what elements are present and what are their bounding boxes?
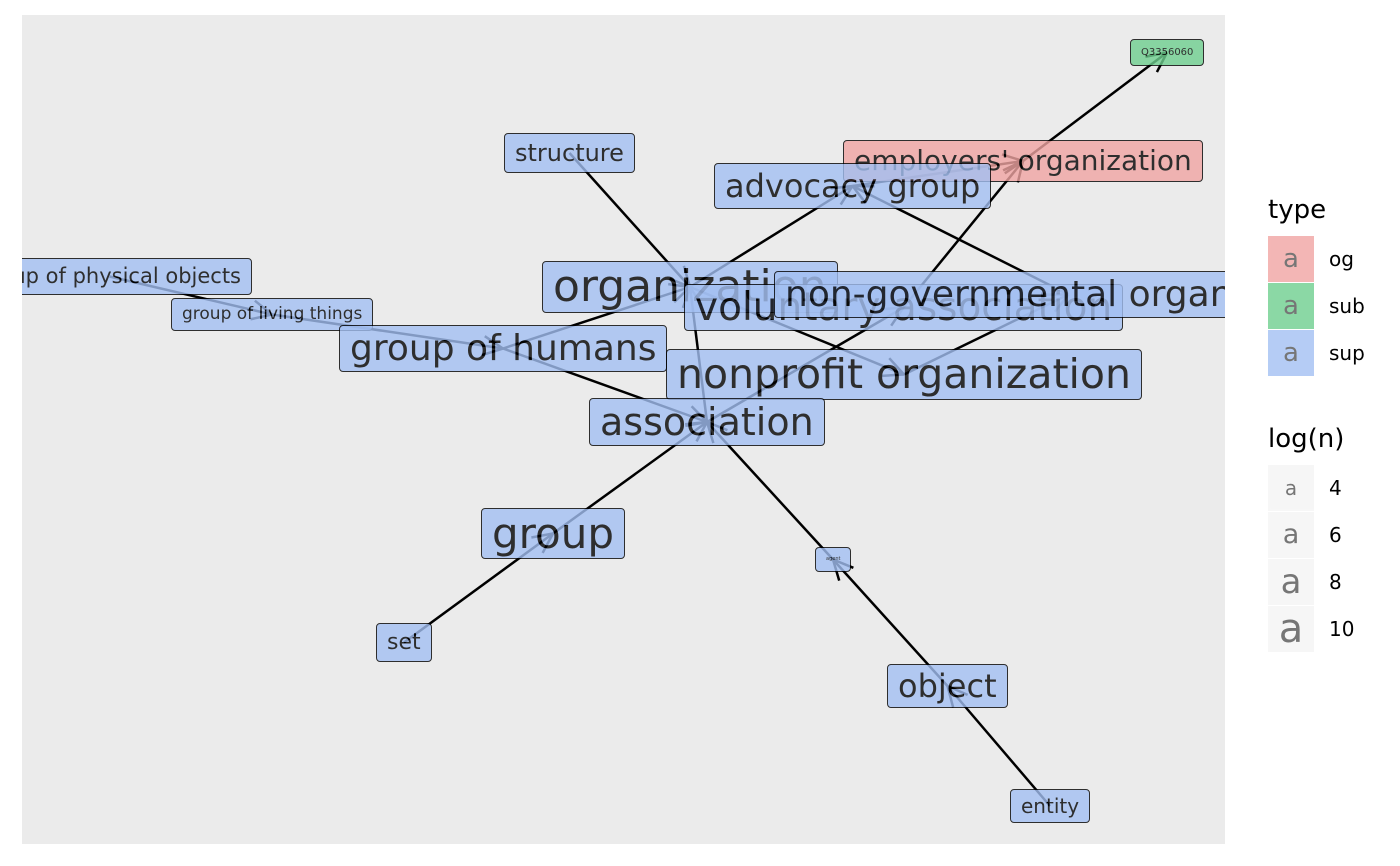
legend-item-sup: a sup <box>1268 329 1398 376</box>
size-legend: log(n) a 4 a 6 a 8 a 10 <box>1268 424 1398 652</box>
node-advocacy-group[interactable]: advocacy group <box>714 163 992 209</box>
legend-label-sub: sub <box>1329 293 1365 318</box>
node-employers-organization[interactable]: employers' organization <box>843 140 1203 182</box>
legend: type a og a sub a sup log(n) a 4 a 6 a 8… <box>1268 195 1398 652</box>
legend-item-og: a og <box>1268 235 1398 282</box>
legend-label-size-8: 8 <box>1329 569 1342 594</box>
type-legend: type a og a sub a sup <box>1268 195 1398 376</box>
legend-key-og: a <box>1268 235 1314 282</box>
plot-panel: Q3356060 employers' organization structu… <box>22 15 1225 844</box>
legend-item-size-8: a 8 <box>1268 558 1398 605</box>
node-group-of-humans[interactable]: group of humans <box>339 325 668 372</box>
node-set[interactable]: set <box>376 623 432 662</box>
node-object[interactable]: object <box>887 664 1008 708</box>
node-agent[interactable]: agent <box>815 547 852 572</box>
legend-label-og: og <box>1329 246 1354 271</box>
legend-label-size-6: 6 <box>1329 522 1342 547</box>
legend-key-size-10: a <box>1268 605 1314 652</box>
node-group[interactable]: group <box>481 508 625 559</box>
node-group-of-living-things[interactable]: group of living things <box>171 298 374 331</box>
legend-label-size-10: 10 <box>1329 616 1355 641</box>
legend-item-size-4: a 4 <box>1268 464 1398 511</box>
node-association[interactable]: association <box>589 398 825 446</box>
legend-key-size-4: a <box>1268 464 1314 511</box>
node-q3356060[interactable]: Q3356060 <box>1130 39 1205 66</box>
node-entity[interactable]: entity <box>1010 789 1091 823</box>
legend-key-sup: a <box>1268 329 1314 376</box>
legend-label-size-4: 4 <box>1329 475 1342 500</box>
legend-key-sub: a <box>1268 282 1314 329</box>
legend-item-size-10: a 10 <box>1268 605 1398 652</box>
legend-item-sub: a sub <box>1268 282 1398 329</box>
legend-key-size-6: a <box>1268 511 1314 558</box>
node-nonprofit-organization[interactable]: nonprofit organization <box>666 349 1142 400</box>
node-group-of-physical-objects[interactable]: group of physical objects <box>22 258 253 295</box>
legend-key-size-8: a <box>1268 558 1314 605</box>
type-legend-title: type <box>1268 195 1327 225</box>
node-non-governmental-organization[interactable]: non-governmental organization <box>774 271 1225 318</box>
node-structure[interactable]: structure <box>504 133 635 173</box>
legend-label-sup: sup <box>1329 340 1365 365</box>
legend-item-size-6: a 6 <box>1268 511 1398 558</box>
size-legend-title: log(n) <box>1268 424 1345 454</box>
